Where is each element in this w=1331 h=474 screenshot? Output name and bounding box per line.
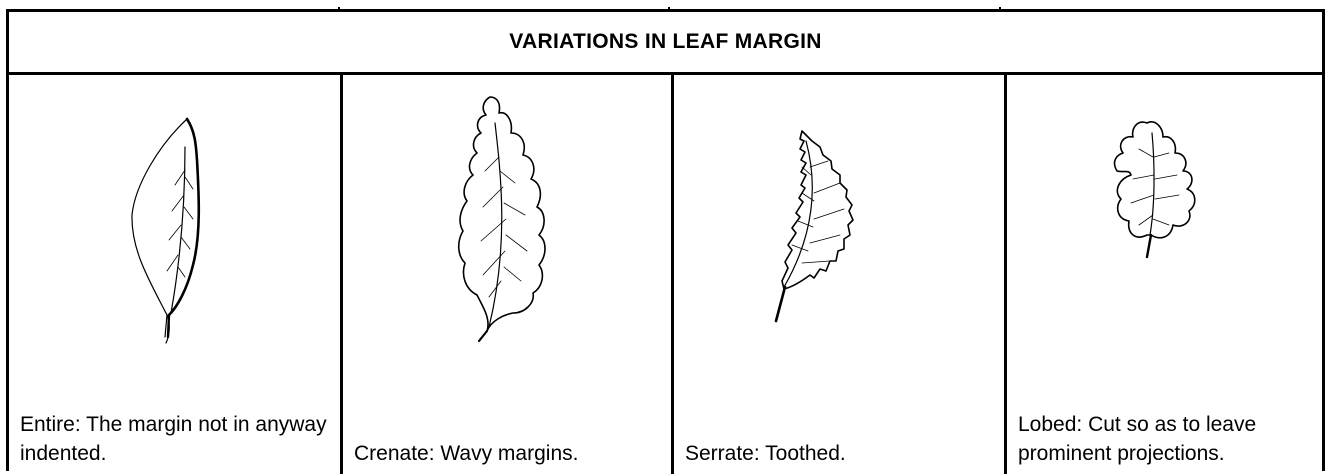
crenate-leaf-icon [343, 75, 671, 365]
crenate-description: Crenate: Wavy margins. [354, 439, 665, 468]
lobed-leaf-icon [1007, 75, 1322, 365]
entire-description: Entire: The margin not in anyway indente… [20, 410, 334, 468]
table-title-row: VARIATIONS IN LEAF MARGIN [9, 12, 1322, 75]
serrate-leaf-icon [674, 75, 1004, 365]
cell-serrate: Serrate: Toothed. [674, 75, 1004, 474]
lobed-description: Lobed: Cut so as to leave prominent proj… [1018, 410, 1316, 468]
table-title: VARIATIONS IN LEAF MARGIN [509, 30, 821, 54]
leaf-margin-table: VARIATIONS IN LEAF MARGIN Entire: The ma… [6, 9, 1325, 471]
entire-leaf-icon [9, 75, 340, 365]
cell-crenate: Crenate: Wavy margins. [343, 75, 671, 474]
cell-entire: Entire: The margin not in anyway indente… [9, 75, 340, 474]
cell-lobed: Lobed: Cut so as to leave prominent proj… [1007, 75, 1322, 474]
serrate-description: Serrate: Toothed. [685, 439, 998, 468]
leaf-cells-row: Entire: The margin not in anyway indente… [9, 75, 1322, 474]
